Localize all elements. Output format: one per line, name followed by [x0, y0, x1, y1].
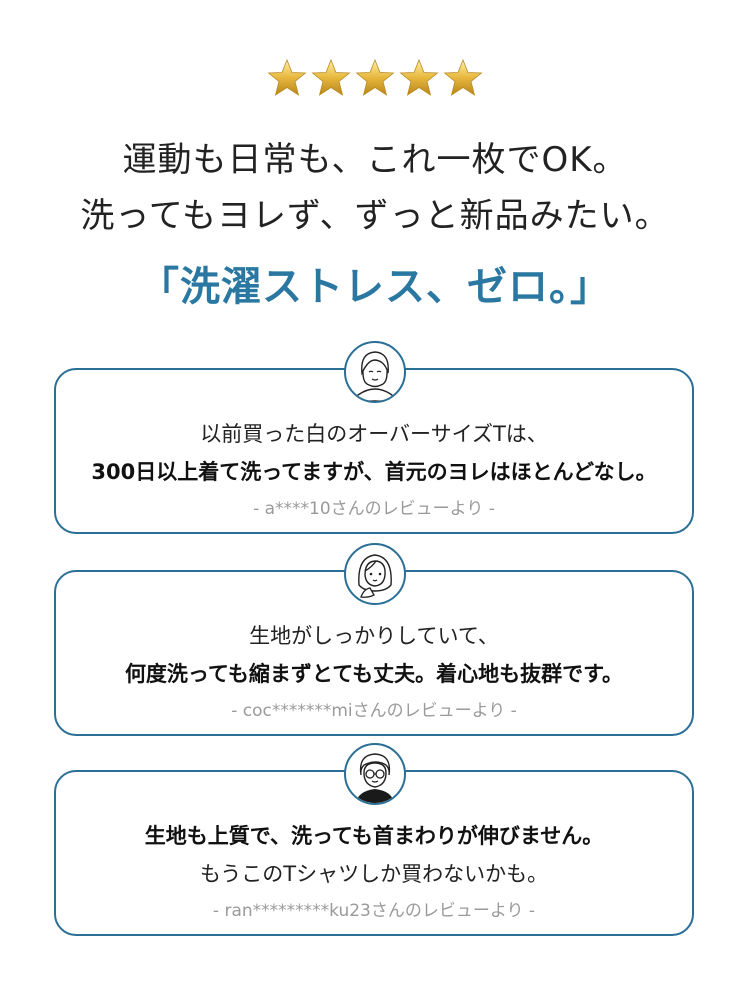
headline-line-2: 洗ってもヨレず、ずっと新品みたい。 [80, 196, 670, 236]
review-credit: - coc*******miさんのレビューより - [231, 701, 517, 721]
person-glasses-icon [344, 743, 406, 805]
review-text-highlight: 300日以上着て洗ってますが、首元のヨレはほとんどなし。 [91, 460, 657, 484]
headline-line-1: 運動も日常も、これ一枚でOK。 [122, 140, 628, 180]
star-icon [399, 58, 439, 98]
review-text-line: 以前買った白のオーバーサイズTは、 [200, 422, 548, 446]
star-rating [0, 58, 750, 98]
review-text-line: もうこのTシャツしか買わないかも。 [199, 862, 549, 886]
review-text-highlight: 何度洗っても縮まずとても丈夫。着心地も抜群です。 [124, 662, 624, 686]
woman-short-hair-icon [344, 341, 406, 403]
star-icon [355, 58, 395, 98]
star-icon [267, 58, 307, 98]
review-text-line: 生地がしっかりしていて、 [249, 624, 499, 648]
star-icon [311, 58, 351, 98]
review-text-highlight: 生地も上質で、洗っても首まわりが伸びません。 [144, 824, 604, 848]
star-icon [443, 58, 483, 98]
review-credit: - a****10さんのレビューより - [253, 499, 495, 519]
woman-hand-on-cheek-icon [344, 543, 406, 605]
tagline: 「洗濯ストレス、ゼロ。」 [139, 264, 611, 310]
review-credit: - ran*********ku23さんのレビューより - [212, 901, 536, 921]
